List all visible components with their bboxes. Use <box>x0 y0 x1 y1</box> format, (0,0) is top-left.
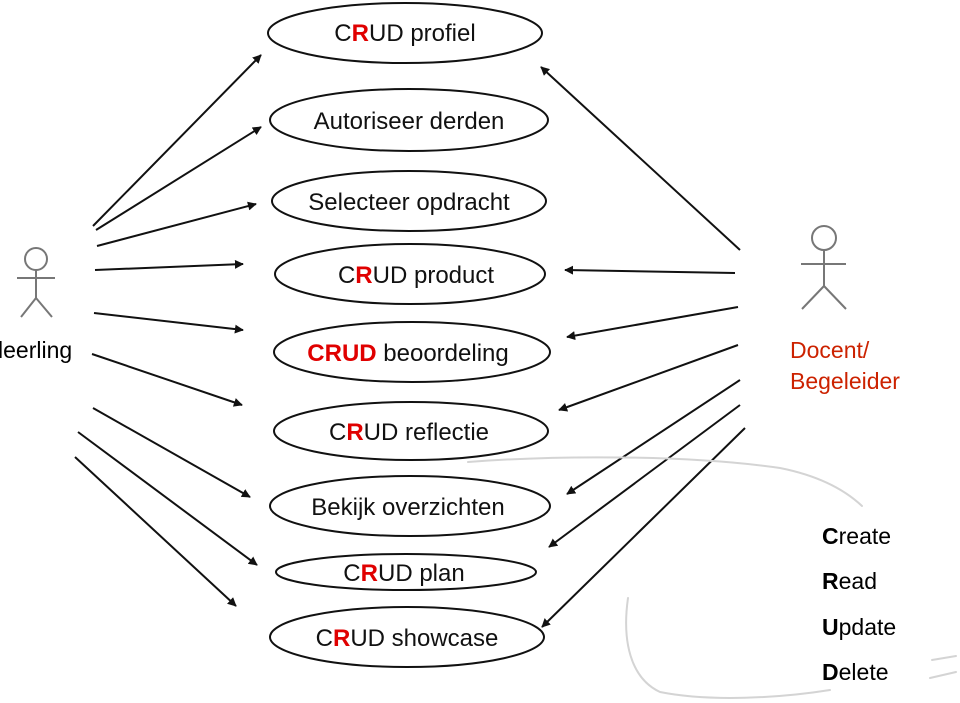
teacher-associations <box>540 66 746 628</box>
use-case-ellipse-showcase[interactable] <box>269 606 545 668</box>
annotation-dash-stroke-2 <box>929 671 957 679</box>
use-case-ellipse-overzichten[interactable] <box>269 475 551 537</box>
use-case-ellipse-selecteer[interactable] <box>271 170 547 232</box>
use-case-ellipse-profiel[interactable] <box>267 2 543 64</box>
use-case-label-overzichten: Bekijk overzichten <box>311 494 504 521</box>
arrow-teacher-overzichten <box>566 379 741 495</box>
teacher-actor-figure <box>801 225 847 310</box>
legend-delete: Delete <box>822 659 889 685</box>
hand-drawn-annotation <box>467 456 957 699</box>
use-case-ellipse-beoordeling[interactable] <box>273 321 551 383</box>
student-associations <box>74 54 262 607</box>
use-case-ellipse-product[interactable] <box>274 243 546 305</box>
student-actor-label: leerling <box>0 337 72 363</box>
use-case-label-product: CRUD product <box>338 262 494 289</box>
arrow-teacher-autoriseer <box>540 66 741 251</box>
student-actor-figure <box>17 247 55 318</box>
arrow-teacher-product <box>564 265 736 275</box>
arrow-student-profiel <box>92 54 262 227</box>
crud-legend: Create Read Update Delete <box>822 523 896 685</box>
arrow-student-beoordeling <box>93 312 244 334</box>
use-case-ellipse-plan[interactable] <box>275 553 537 591</box>
teacher-actor-label-line1: Docent/ <box>790 337 870 363</box>
annotation-hook-stroke <box>625 597 831 699</box>
arrow-student-autoriseer <box>95 126 262 231</box>
annotation-arc-stroke <box>467 456 863 507</box>
use-case-ellipse-reflectie[interactable] <box>273 401 549 461</box>
use-case-label-reflectie: CRUD reflectie <box>329 419 489 446</box>
use-case-label-showcase: CRUD showcase <box>316 625 499 652</box>
arrow-student-showcase <box>74 456 237 607</box>
use-case-label-beoordeling: CRUD beoordeling <box>307 340 508 367</box>
arrow-student-selecteer <box>96 201 257 247</box>
use-case-label-autoriseer: Autoriseer derden <box>314 108 505 135</box>
use-case-label-selecteer: Selecteer opdracht <box>308 189 510 216</box>
legend-read: Read <box>822 568 877 594</box>
arrow-student-product <box>94 259 244 271</box>
arrow-teacher-plan <box>548 404 741 548</box>
teacher-actor-label-line2: Begeleider <box>790 368 900 394</box>
annotation-dash-stroke-1 <box>931 655 957 661</box>
arrow-student-overzichten <box>92 407 251 498</box>
use-case-ellipse-autoriseer[interactable] <box>269 88 549 152</box>
use-case-label-profiel: CRUD profiel <box>334 20 475 47</box>
legend-create: Create <box>822 523 891 549</box>
arrow-student-reflectie <box>91 353 243 407</box>
legend-update: Update <box>822 614 896 640</box>
use-case-label-plan: CRUD plan <box>343 560 464 587</box>
arrow-teacher-reflectie <box>558 344 739 412</box>
arrow-teacher-beoordeling <box>566 306 739 341</box>
arrow-student-plan <box>77 431 258 566</box>
